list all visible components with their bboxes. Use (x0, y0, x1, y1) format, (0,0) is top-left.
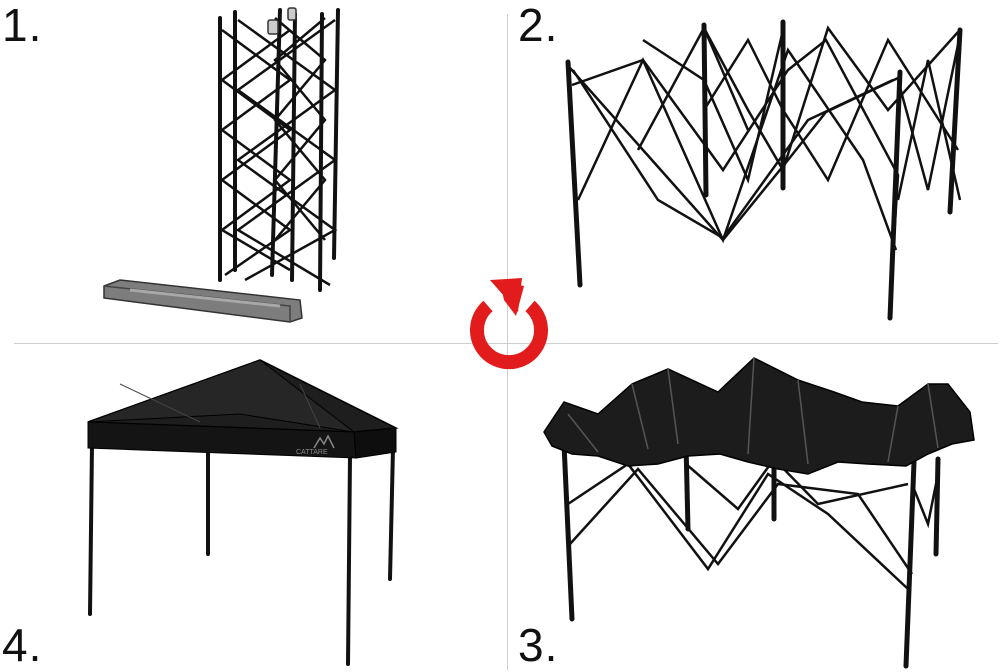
step-3-panel (508, 344, 1000, 672)
step-1-panel (0, 0, 507, 343)
horizontal-divider (14, 343, 998, 344)
folded-frame-illustration (103, 7, 340, 323)
step-4-number: 4. (2, 619, 43, 671)
step-2-number: 2. (518, 0, 559, 51)
rotate-clockwise-icon (470, 278, 548, 370)
frame-with-canopy-illustration (543, 357, 975, 669)
logo-text: CATTARE (296, 449, 328, 456)
vertical-divider (507, 14, 508, 670)
canopy (543, 357, 975, 475)
finished-tent-illustration: CATTARE (87, 359, 399, 666)
storage-bag (103, 279, 303, 323)
step-4-panel: CATTARE (0, 344, 507, 672)
step-3-number: 3. (518, 619, 559, 671)
step-1-number: 1. (2, 0, 43, 51)
logo-mark-icon (313, 434, 335, 449)
expanded-frame-illustration (565, 19, 963, 321)
step-2-panel (508, 0, 1000, 343)
